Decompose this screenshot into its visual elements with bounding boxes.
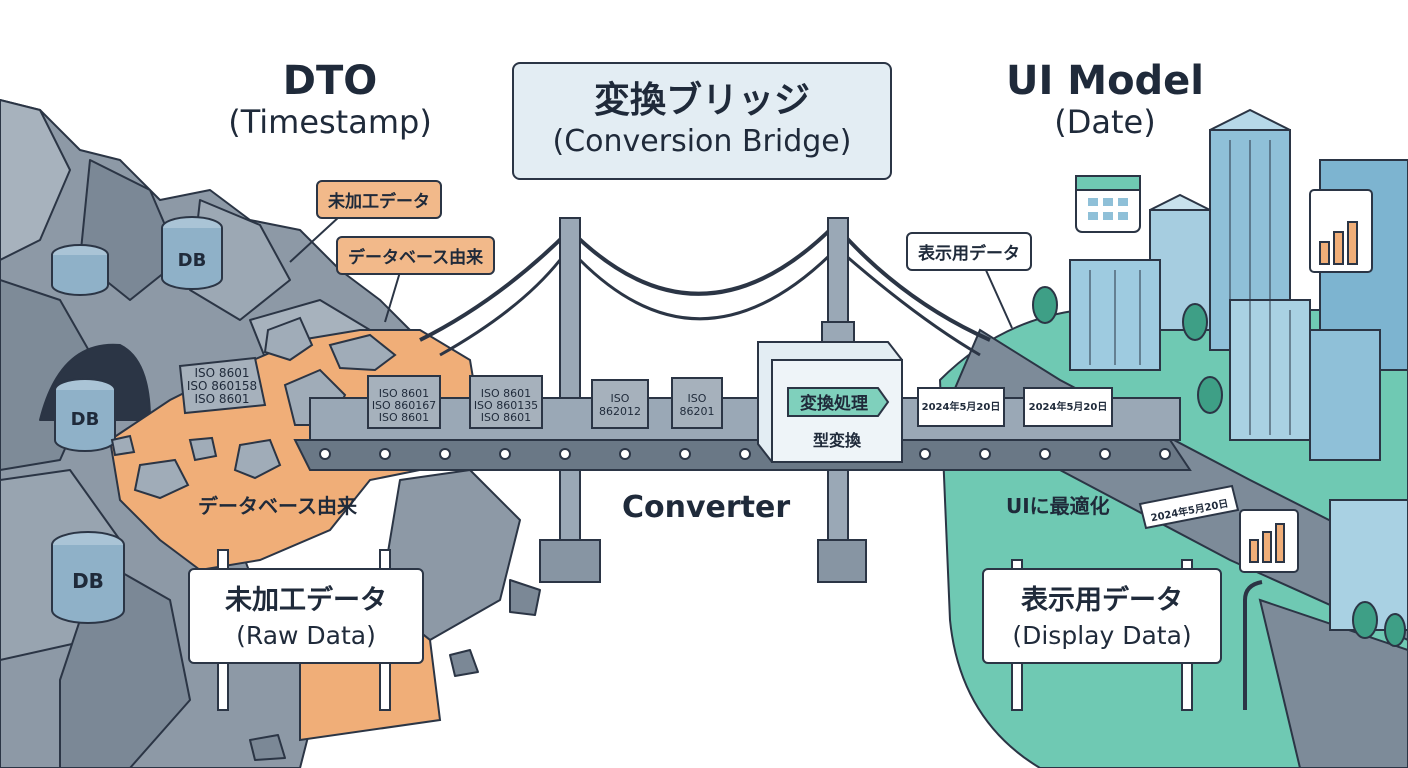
iso-label: 86201: [680, 405, 715, 418]
iso-label: ISO 860167: [372, 399, 436, 412]
raw-data-sign-subtitle: (Raw Data): [236, 621, 376, 650]
iso-label: ISO 8601: [379, 387, 429, 400]
ui-optimized-label: UIに最適化: [1006, 494, 1110, 518]
bar-chart-icon: [1309, 189, 1373, 273]
db-label: DB: [72, 569, 104, 593]
iso-label: 862012: [599, 405, 641, 418]
raw-data-sign: 未加工データ (Raw Data): [188, 568, 424, 664]
dto-subtitle: (Timestamp): [228, 103, 432, 141]
from-database-tag: データベース由来: [336, 236, 496, 275]
iso-label: ISO 8601: [195, 366, 250, 380]
ui-model-title-text: UI Model: [1005, 58, 1205, 104]
date-block: 2024年5月20日: [1023, 387, 1113, 427]
bar-chart-icon: [1239, 509, 1299, 573]
db-cylinder: [54, 378, 116, 452]
convert-process-label: 変換処理: [800, 393, 868, 414]
db-cylinder: [161, 216, 223, 290]
raw-data-sign-title: 未加工データ: [225, 585, 387, 616]
dto-title-text: DTO: [282, 58, 378, 104]
trees: [1032, 286, 1406, 647]
iso-label: ISO 8601: [481, 411, 531, 424]
bridge-title-box: 変換ブリッジ (Conversion Bridge): [512, 62, 892, 180]
display-data-sign-title: 表示用データ: [1021, 585, 1183, 616]
db-cylinder: [51, 244, 109, 296]
raw-data-tag: 未加工データ: [316, 180, 442, 219]
bridge-title-text: 変換ブリッジ: [593, 80, 810, 121]
display-data-sign: 表示用データ (Display Data): [982, 568, 1222, 664]
date-block: 2024年5月20日: [1138, 484, 1240, 530]
ui-model-title: UI Model (Date): [990, 58, 1220, 141]
db-cylinder: [51, 531, 125, 624]
converter-machine: [757, 321, 903, 463]
db-label: DB: [71, 409, 100, 430]
date-label: 2024年5月20日: [1029, 400, 1108, 413]
date-label: 2024年5月20日: [922, 400, 1001, 413]
display-data-tag: 表示用データ: [906, 232, 1032, 271]
building-windows: [1089, 140, 1291, 435]
ui-model-subtitle: (Date): [1054, 103, 1156, 141]
db-label: DB: [178, 250, 207, 271]
converter-label: Converter: [622, 490, 791, 525]
conveyor-rollers: [319, 448, 1171, 460]
bridge-subtitle: (Conversion Bridge): [552, 124, 852, 160]
leader-lines: [289, 215, 1013, 329]
dto-title: DTO (Timestamp): [190, 58, 470, 141]
iso-label: ISO 860135: [474, 399, 538, 412]
display-data-sign-subtitle: (Display Data): [1012, 621, 1192, 650]
iso-label: ISO: [611, 392, 630, 405]
iso-label: ISO 8601: [379, 411, 429, 424]
iso-label: ISO 8601: [481, 387, 531, 400]
calendar-icon: [1075, 175, 1141, 233]
street-lamp: [1243, 580, 1263, 710]
type-conversion-label: 型変換: [813, 431, 862, 450]
iso-label: ISO 860158: [187, 379, 257, 393]
iso-label: ISO: [688, 392, 707, 405]
from-database-ground-label: データベース由来: [198, 494, 357, 518]
iso-label: ISO 8601: [195, 392, 250, 406]
date-block: 2024年5月20日: [917, 387, 1005, 427]
